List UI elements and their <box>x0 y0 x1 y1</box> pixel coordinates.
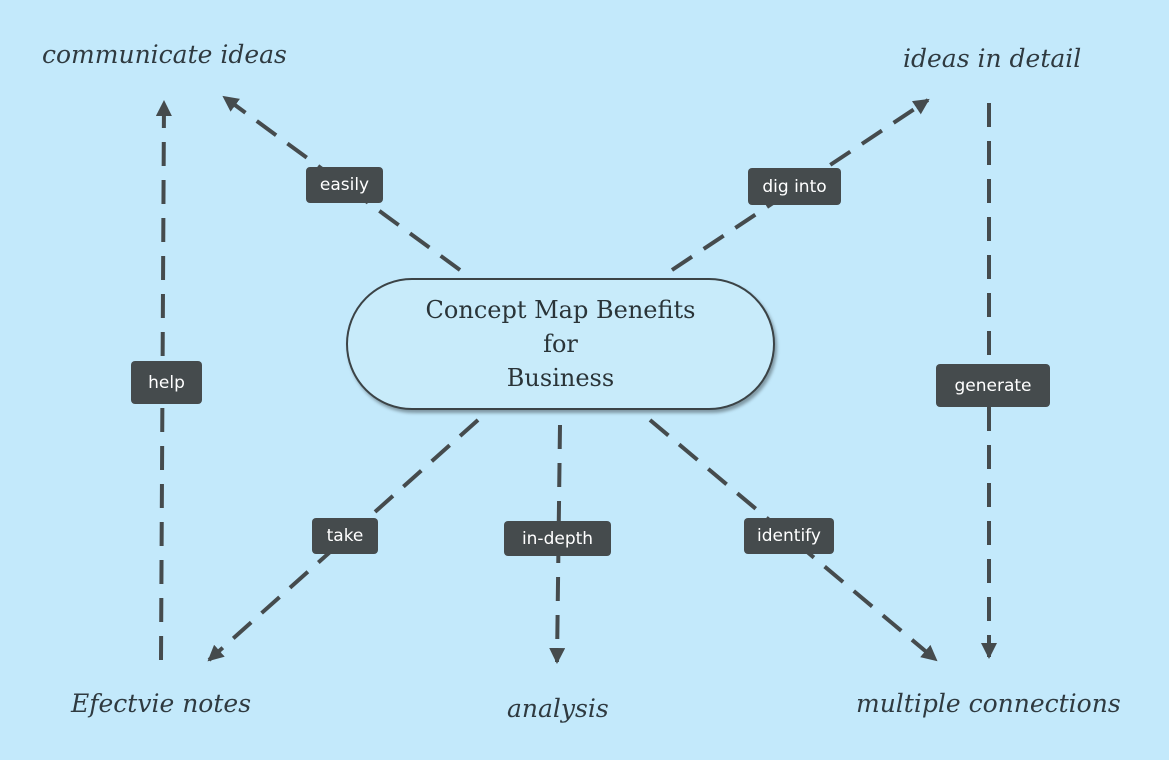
central-topic-line-1: Concept Map Benefits <box>425 296 696 324</box>
node-analysis[interactable]: analysis <box>507 694 609 723</box>
edge-label-identify[interactable]: identify <box>744 518 834 554</box>
central-topic-line-2: for <box>543 330 578 358</box>
edge-label-help[interactable]: help <box>131 361 202 404</box>
edge-identify <box>648 418 938 662</box>
edge-label-dig-into[interactable]: dig into <box>748 168 841 205</box>
edge-label-generate[interactable]: generate <box>936 364 1050 407</box>
edge-label-take[interactable]: take <box>312 518 378 554</box>
edge-label-easily[interactable]: easily <box>306 167 383 203</box>
node-effective-notes[interactable]: Efectvie notes <box>71 689 252 718</box>
edge-label-in-depth[interactable]: in-depth <box>504 521 611 556</box>
central-topic-node[interactable]: Concept Map Benefits for Business <box>346 278 775 410</box>
central-topic-line-3: Business <box>506 364 615 392</box>
edge-easily <box>222 95 462 272</box>
node-multiple-connections[interactable]: multiple connections <box>856 689 1121 718</box>
edge-take <box>207 418 480 662</box>
central-topic-text: Concept Map Benefits for Business <box>426 293 696 395</box>
node-ideas-in-detail[interactable]: ideas in detail <box>903 44 1082 73</box>
node-communicate-ideas[interactable]: communicate ideas <box>42 40 287 69</box>
